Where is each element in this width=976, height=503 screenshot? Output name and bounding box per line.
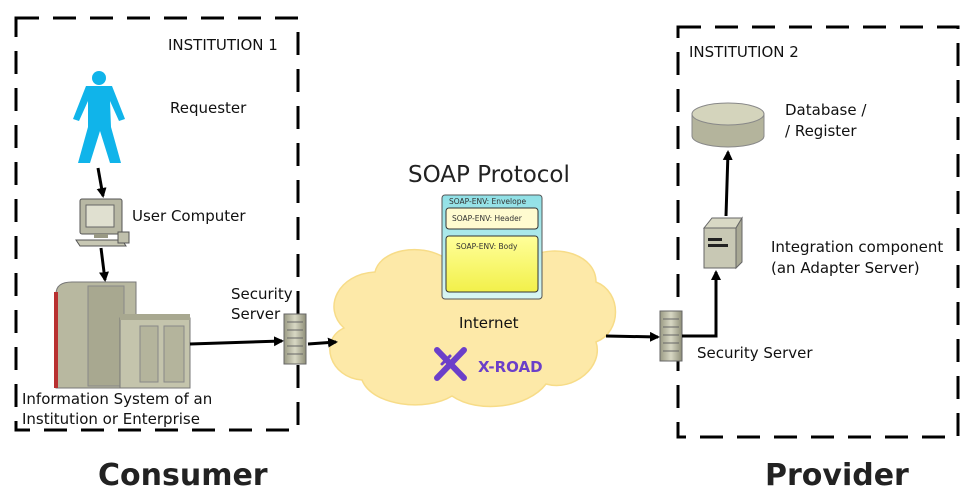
arrow-internet-to-provider-server [605, 331, 660, 342]
soap-envelope-icon [441, 194, 543, 300]
soap-header-label: SOAP-ENV: Header [452, 214, 523, 223]
server-icon [702, 216, 743, 270]
mainframe-icon [54, 281, 191, 389]
requester-label: Requester [170, 99, 247, 117]
arrow-adapter-to-database [722, 150, 733, 217]
person-icon [73, 71, 125, 163]
consumer-security-server-label-2: Server [231, 305, 281, 323]
soap-body-label: SOAP-ENV: Body [456, 242, 518, 251]
xroad-logo-icon [434, 347, 467, 381]
server-icon [283, 313, 307, 365]
integration-component-label-2: (an Adapter Server) [771, 259, 920, 277]
arrow-system-to-security-server [189, 336, 284, 347]
institution2-title: INSTITUTION 2 [689, 43, 799, 61]
computer-icon [75, 198, 130, 247]
provider-label: Provider [765, 458, 909, 493]
database-label-2: / Register [785, 122, 857, 140]
xroad-logo-text: X-ROAD [478, 358, 543, 376]
institution1-title: INSTITUTION 1 [168, 36, 278, 54]
information-system-label-1: Information System of an [22, 390, 213, 408]
arrow-requester-to-computer [96, 167, 107, 198]
internet-label: Internet [459, 314, 519, 332]
integration-component-label-1: Integration component [771, 238, 944, 256]
institution2-boundary [676, 25, 960, 439]
arrow-security-server-to-internet [307, 337, 338, 348]
provider-security-server-label: Security Server [697, 344, 813, 362]
soap-envelope-label: SOAP-ENV: Envelope [449, 197, 526, 206]
database-icon [691, 102, 765, 148]
soap-protocol-title: SOAP Protocol [408, 162, 570, 188]
user-computer-label: User Computer [132, 207, 246, 225]
consumer-label: Consumer [98, 458, 268, 493]
arrow-server-to-adapter [682, 270, 721, 338]
institution1-boundary [14, 16, 300, 432]
server-icon [659, 310, 683, 362]
consumer-security-server-label-1: Security [231, 285, 293, 303]
information-system-label-2: Institution or Enterprise [22, 410, 200, 428]
connector-arrows [96, 150, 733, 348]
database-label-1: Database / [785, 101, 867, 119]
arrow-computer-to-system [99, 247, 109, 282]
